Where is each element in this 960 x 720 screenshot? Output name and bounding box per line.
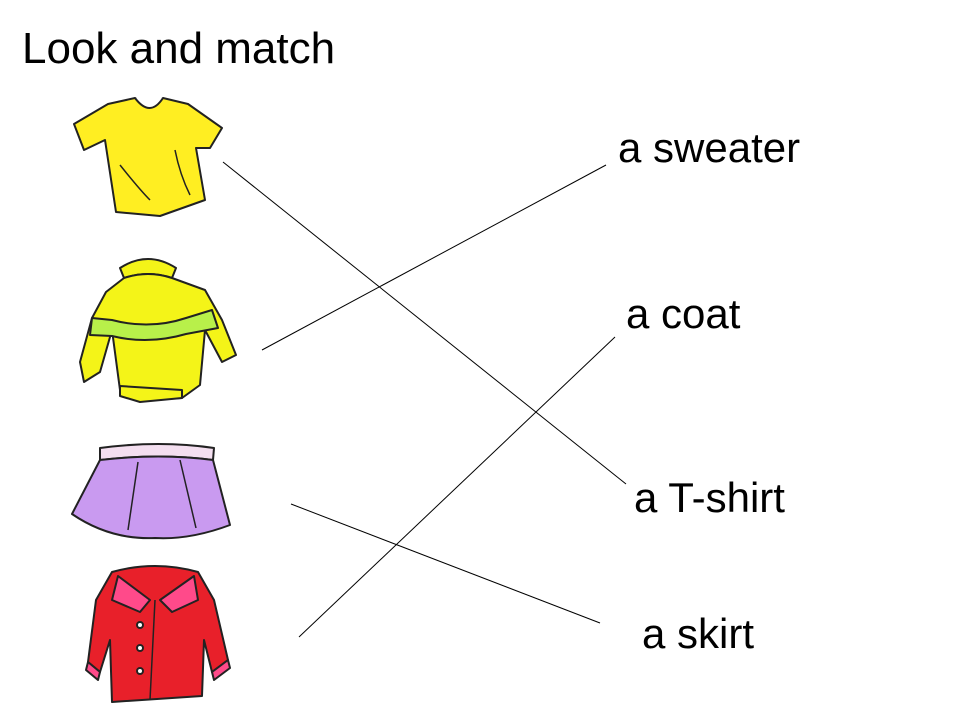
word-sweater: a sweater — [618, 124, 801, 171]
t-shirt-icon — [73, 97, 223, 217]
match-line-skirt — [290, 503, 601, 624]
word-tshirt: a T-shirt — [634, 474, 785, 521]
word-skirt: a skirt — [642, 610, 755, 657]
skirt-icon — [71, 443, 231, 540]
match-line-sweater — [261, 164, 607, 351]
sweater-icon — [79, 258, 237, 403]
match-line-tshirt — [222, 161, 627, 485]
page-title: Look and match — [22, 24, 336, 73]
match-line-coat — [298, 336, 616, 638]
word-coat: a coat — [626, 290, 741, 337]
coat-icon — [85, 565, 231, 703]
